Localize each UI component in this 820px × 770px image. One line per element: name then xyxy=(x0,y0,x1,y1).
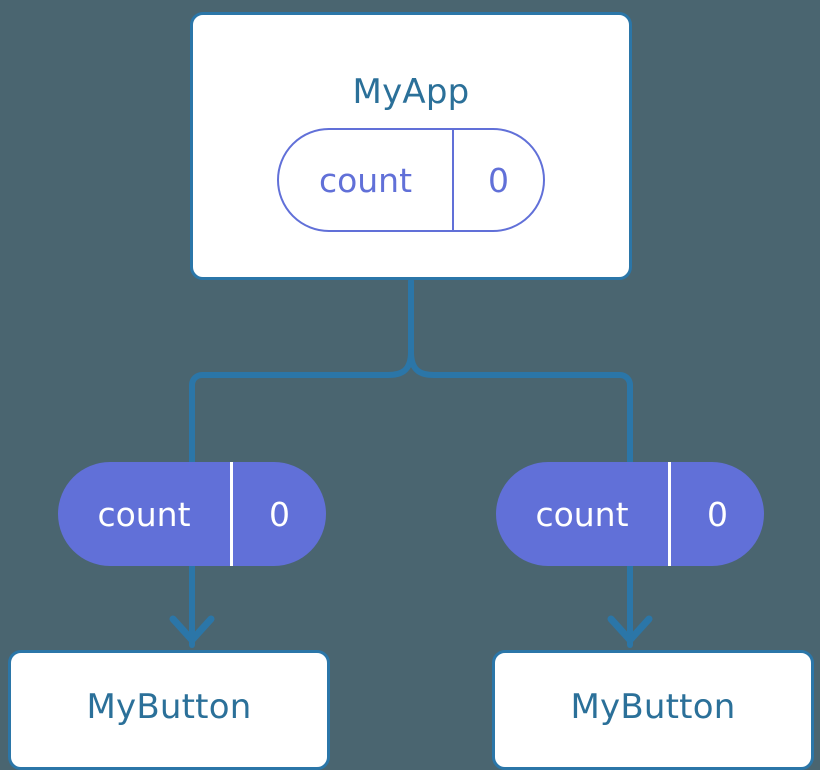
prop-pill-right[interactable]: count 0 xyxy=(496,462,764,566)
prop-pill-right-value: 0 xyxy=(707,494,728,534)
component-box-mybutton-left[interactable]: MyButton xyxy=(8,650,330,770)
component-box-mybutton-right[interactable]: MyButton xyxy=(492,650,814,770)
component-title-myapp: MyApp xyxy=(352,72,470,112)
connector-junction-right xyxy=(408,349,613,378)
prop-pill-left-value: 0 xyxy=(269,494,290,534)
connector-junction-left xyxy=(209,349,414,378)
state-pill-root-value: 0 xyxy=(488,160,509,200)
connector-branch-right xyxy=(607,372,633,465)
arrowhead-icon-left xyxy=(169,615,215,644)
arrowhead-icon-right xyxy=(607,615,653,644)
component-box-myapp[interactable]: MyApp xyxy=(190,12,632,280)
component-title-mybutton-right: MyButton xyxy=(570,687,736,727)
state-pill-root[interactable]: count 0 xyxy=(277,128,545,232)
prop-pill-right-key: count xyxy=(496,462,671,566)
connector-branch-left xyxy=(189,372,215,465)
component-title-mybutton-left: MyButton xyxy=(86,687,252,727)
prop-pill-left[interactable]: count 0 xyxy=(58,462,326,566)
prop-pill-left-key: count xyxy=(58,462,233,566)
state-pill-root-key: count xyxy=(279,130,454,230)
